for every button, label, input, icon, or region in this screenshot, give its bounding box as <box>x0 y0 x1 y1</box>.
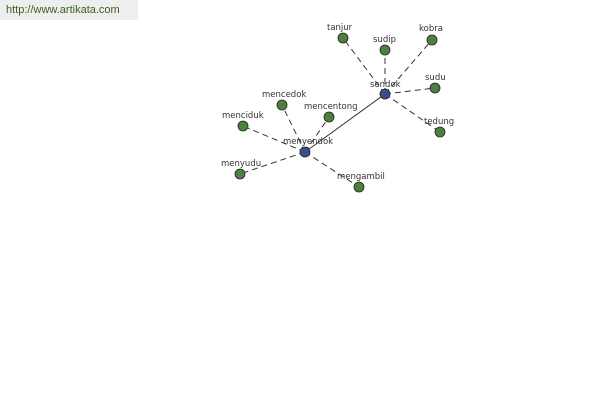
node-label-mengambil[interactable]: mengambil <box>337 172 385 182</box>
node-dot-menyudu[interactable] <box>234 168 246 180</box>
node-dot-mencedok[interactable] <box>276 99 288 111</box>
node-sudip[interactable]: sudip <box>373 35 396 56</box>
edge-sendok-sudu <box>384 87 436 95</box>
node-mencedok[interactable]: mencedok <box>262 90 306 111</box>
edge-sendok-tedung <box>384 93 441 133</box>
node-mencentong[interactable]: mencentong <box>304 102 358 123</box>
node-label-sendok[interactable]: sendok <box>370 80 401 90</box>
edge-menyendok-mencentong <box>304 116 330 153</box>
node-label-menciduk[interactable]: menciduk <box>222 111 264 121</box>
node-label-mencentong[interactable]: mencentong <box>304 102 358 112</box>
node-menciduk[interactable]: menciduk <box>222 111 264 132</box>
node-dot-menciduk[interactable] <box>237 120 249 132</box>
node-dot-tanjur[interactable] <box>337 32 349 44</box>
edge-sendok-tanjur <box>342 37 386 95</box>
node-label-menyudu[interactable]: menyudu <box>221 159 261 169</box>
node-mengambil[interactable]: mengambil <box>337 172 385 193</box>
edge-sendok-kobra <box>384 39 433 95</box>
node-dot-sudu[interactable] <box>429 82 441 94</box>
source-url[interactable]: http://www.artikata.com <box>0 0 138 20</box>
edge-menyendok-menyudu <box>239 151 306 175</box>
edge-menyendok-sendok <box>304 93 386 153</box>
node-menyudu[interactable]: menyudu <box>221 159 261 180</box>
node-tedung[interactable]: tedung <box>424 117 454 138</box>
node-kobra[interactable]: kobra <box>419 24 443 46</box>
node-dot-sudip[interactable] <box>379 44 391 56</box>
node-label-sudu[interactable]: sudu <box>425 73 446 83</box>
edge-menyendok-mengambil <box>304 151 360 188</box>
node-menyendok[interactable]: menyendok <box>283 137 333 158</box>
node-dot-mengambil[interactable] <box>353 181 365 193</box>
node-dot-kobra[interactable] <box>426 34 438 46</box>
node-label-tedung[interactable]: tedung <box>424 117 454 127</box>
graph-edges <box>239 37 441 188</box>
edge-menyendok-menciduk <box>242 125 306 153</box>
node-dot-menyendok[interactable] <box>299 146 311 158</box>
node-sudu[interactable]: sudu <box>425 73 446 94</box>
node-label-sudip[interactable]: sudip <box>373 35 396 45</box>
node-label-kobra[interactable]: kobra <box>419 24 443 34</box>
node-label-mencedok[interactable]: mencedok <box>262 90 306 100</box>
node-label-menyendok[interactable]: menyendok <box>283 137 333 147</box>
edge-menyendok-mencedok <box>281 104 306 153</box>
graph-nodes: sendok menyendok tanjur sudip kobra sudu tedun… <box>221 23 454 193</box>
node-dot-mencentong[interactable] <box>323 111 335 123</box>
node-sendok[interactable]: sendok <box>370 80 401 100</box>
node-tanjur[interactable]: tanjur <box>327 23 353 44</box>
node-dot-tedung[interactable] <box>434 126 446 138</box>
node-dot-sendok[interactable] <box>379 88 391 100</box>
node-label-tanjur[interactable]: tanjur <box>327 23 353 33</box>
